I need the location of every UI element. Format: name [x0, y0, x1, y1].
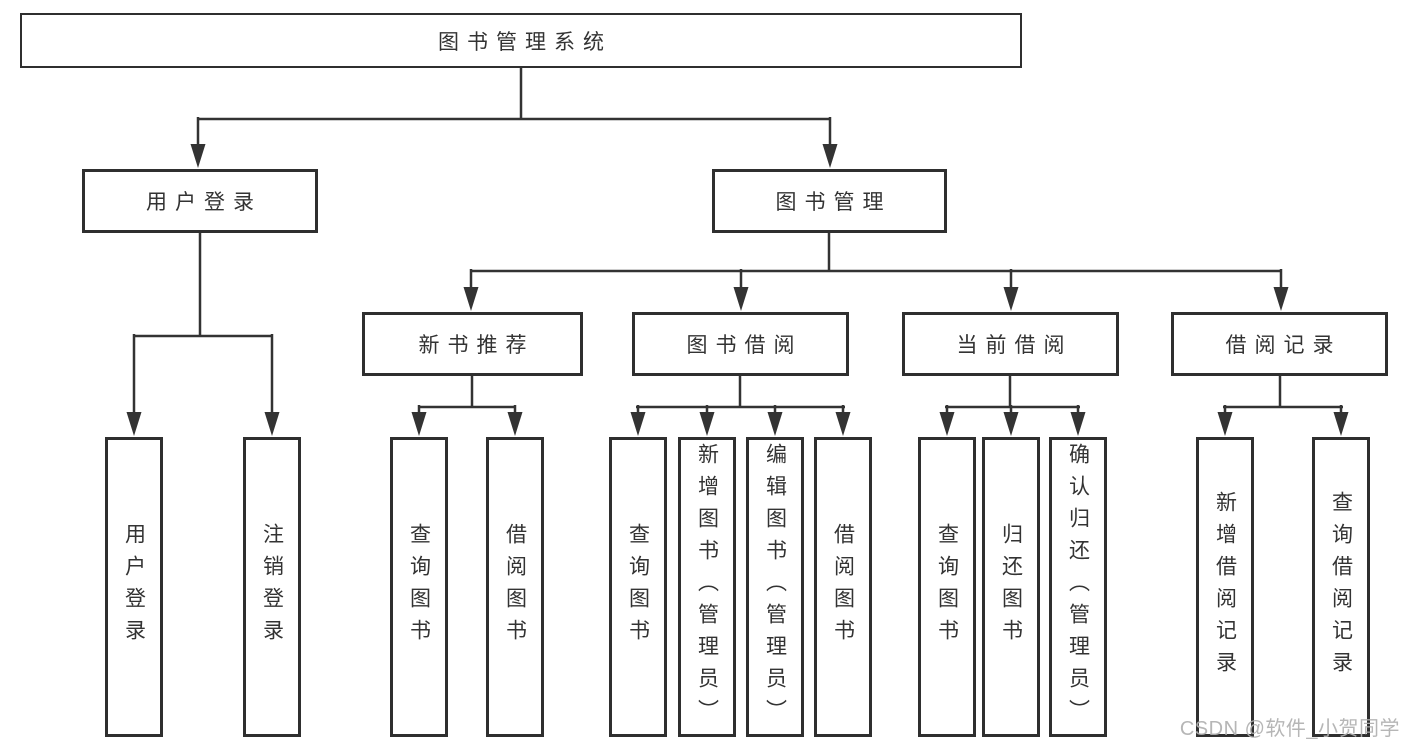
leaf-logout-login-label: 注销登录	[260, 523, 284, 651]
leaf-return-books-label: 归还图书	[999, 523, 1023, 651]
leaf-add-books-admin: 新增图书（管理员）	[678, 437, 736, 737]
leaf-query-books-borrowing-label: 查询图书	[626, 523, 650, 651]
leaf-query-books-recommend-label: 查询图书	[407, 523, 431, 651]
leaf-borrow-books-recommend: 借阅图书	[486, 437, 544, 737]
leaf-confirm-return-admin-label: 确认归还（管理员）	[1066, 443, 1090, 731]
node-library-management-system: 图书管理系统	[20, 13, 1022, 68]
leaf-query-borrow-record-label: 查询借阅记录	[1329, 491, 1353, 683]
leaf-add-borrow-record: 新增借阅记录	[1196, 437, 1254, 737]
csdn-watermark: CSDN @软件_小贺同学	[1179, 718, 1400, 740]
node-book-management: 图书管理	[712, 169, 947, 233]
leaf-logout-login: 注销登录	[243, 437, 301, 737]
leaf-query-books-current-label: 查询图书	[935, 523, 959, 651]
leaf-return-books: 归还图书	[982, 437, 1040, 737]
node-book-borrowing: 图书借阅	[632, 312, 849, 376]
edge-user-login-to-leaves	[132, 231, 274, 414]
node-new-book-recommend: 新书推荐	[362, 312, 583, 376]
node-borrowing-records: 借阅记录	[1171, 312, 1388, 376]
leaf-borrow-books: 借阅图书	[814, 437, 872, 737]
leaf-edit-books-admin: 编辑图书（管理员）	[746, 437, 804, 737]
leaf-add-borrow-record-label: 新增借阅记录	[1213, 491, 1237, 683]
node-user-login: 用户登录	[82, 169, 318, 233]
leaf-query-books-borrowing: 查询图书	[609, 437, 667, 737]
node-current-borrowing: 当前借阅	[902, 312, 1119, 376]
leaf-confirm-return-admin: 确认归还（管理员）	[1049, 437, 1107, 737]
leaf-user-login-label: 用户登录	[122, 523, 146, 651]
edge-book-borrowing-to-leaves	[636, 374, 845, 414]
leaf-user-login: 用户登录	[105, 437, 163, 737]
arrowheads	[126, 144, 1349, 436]
leaf-query-books-recommend: 查询图书	[390, 437, 448, 737]
leaf-borrow-books-label: 借阅图书	[831, 523, 855, 651]
leaf-query-books-current: 查询图书	[918, 437, 976, 737]
leaf-add-books-admin-label: 新增图书（管理员）	[695, 443, 719, 731]
edge-current-borrowing-to-leaves	[945, 374, 1080, 414]
leaf-edit-books-admin-label: 编辑图书（管理员）	[763, 443, 787, 731]
leaf-borrow-books-recommend-label: 借阅图书	[503, 523, 527, 651]
edge-book-management-to-branches	[469, 231, 1283, 289]
leaf-query-borrow-record: 查询借阅记录	[1312, 437, 1370, 737]
edge-new-book-recommend-to-leaves	[417, 374, 517, 414]
edge-root-to-branches	[196, 66, 832, 147]
edge-borrowing-records-to-leaves	[1223, 374, 1343, 414]
